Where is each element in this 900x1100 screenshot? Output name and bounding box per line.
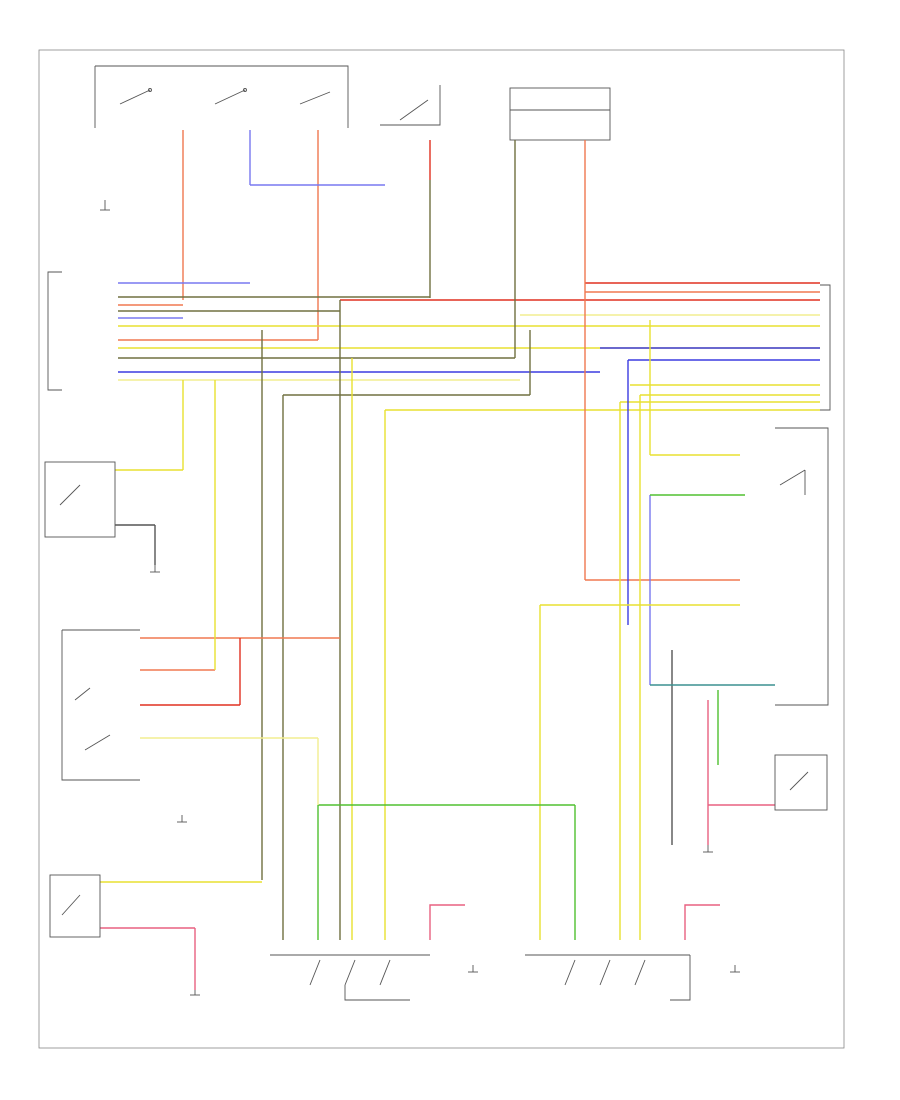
ground-icon: [100, 200, 110, 211]
ground-symbols: [100, 200, 740, 996]
door-lock-switch: [61, 629, 140, 781]
fuse-box: [509, 87, 611, 141]
wire-act1-red: [429, 904, 465, 940]
multi-control-unit: [47, 271, 62, 391]
ground-icon: [190, 990, 200, 996]
driver-actuator: [270, 954, 430, 1001]
key-cylinder-switch: [49, 874, 101, 938]
diagram-frame: [38, 49, 845, 1049]
key-warning-switch: [380, 85, 441, 126]
wires: [100, 130, 820, 990]
ground-icon: [150, 565, 160, 573]
rear-door-switch: [779, 469, 806, 495]
ground-icon: [730, 965, 740, 973]
right-connector: [775, 284, 831, 706]
light-switch: [44, 461, 116, 538]
ignition-switch: [94, 65, 349, 128]
ground-icon: [468, 965, 478, 973]
passenger-door-unlock-switch: [774, 754, 828, 811]
ground-icon: [703, 845, 713, 853]
wire-act2-red: [684, 904, 720, 940]
ground-icon: [177, 815, 187, 823]
passenger-actuator: [525, 954, 691, 1001]
